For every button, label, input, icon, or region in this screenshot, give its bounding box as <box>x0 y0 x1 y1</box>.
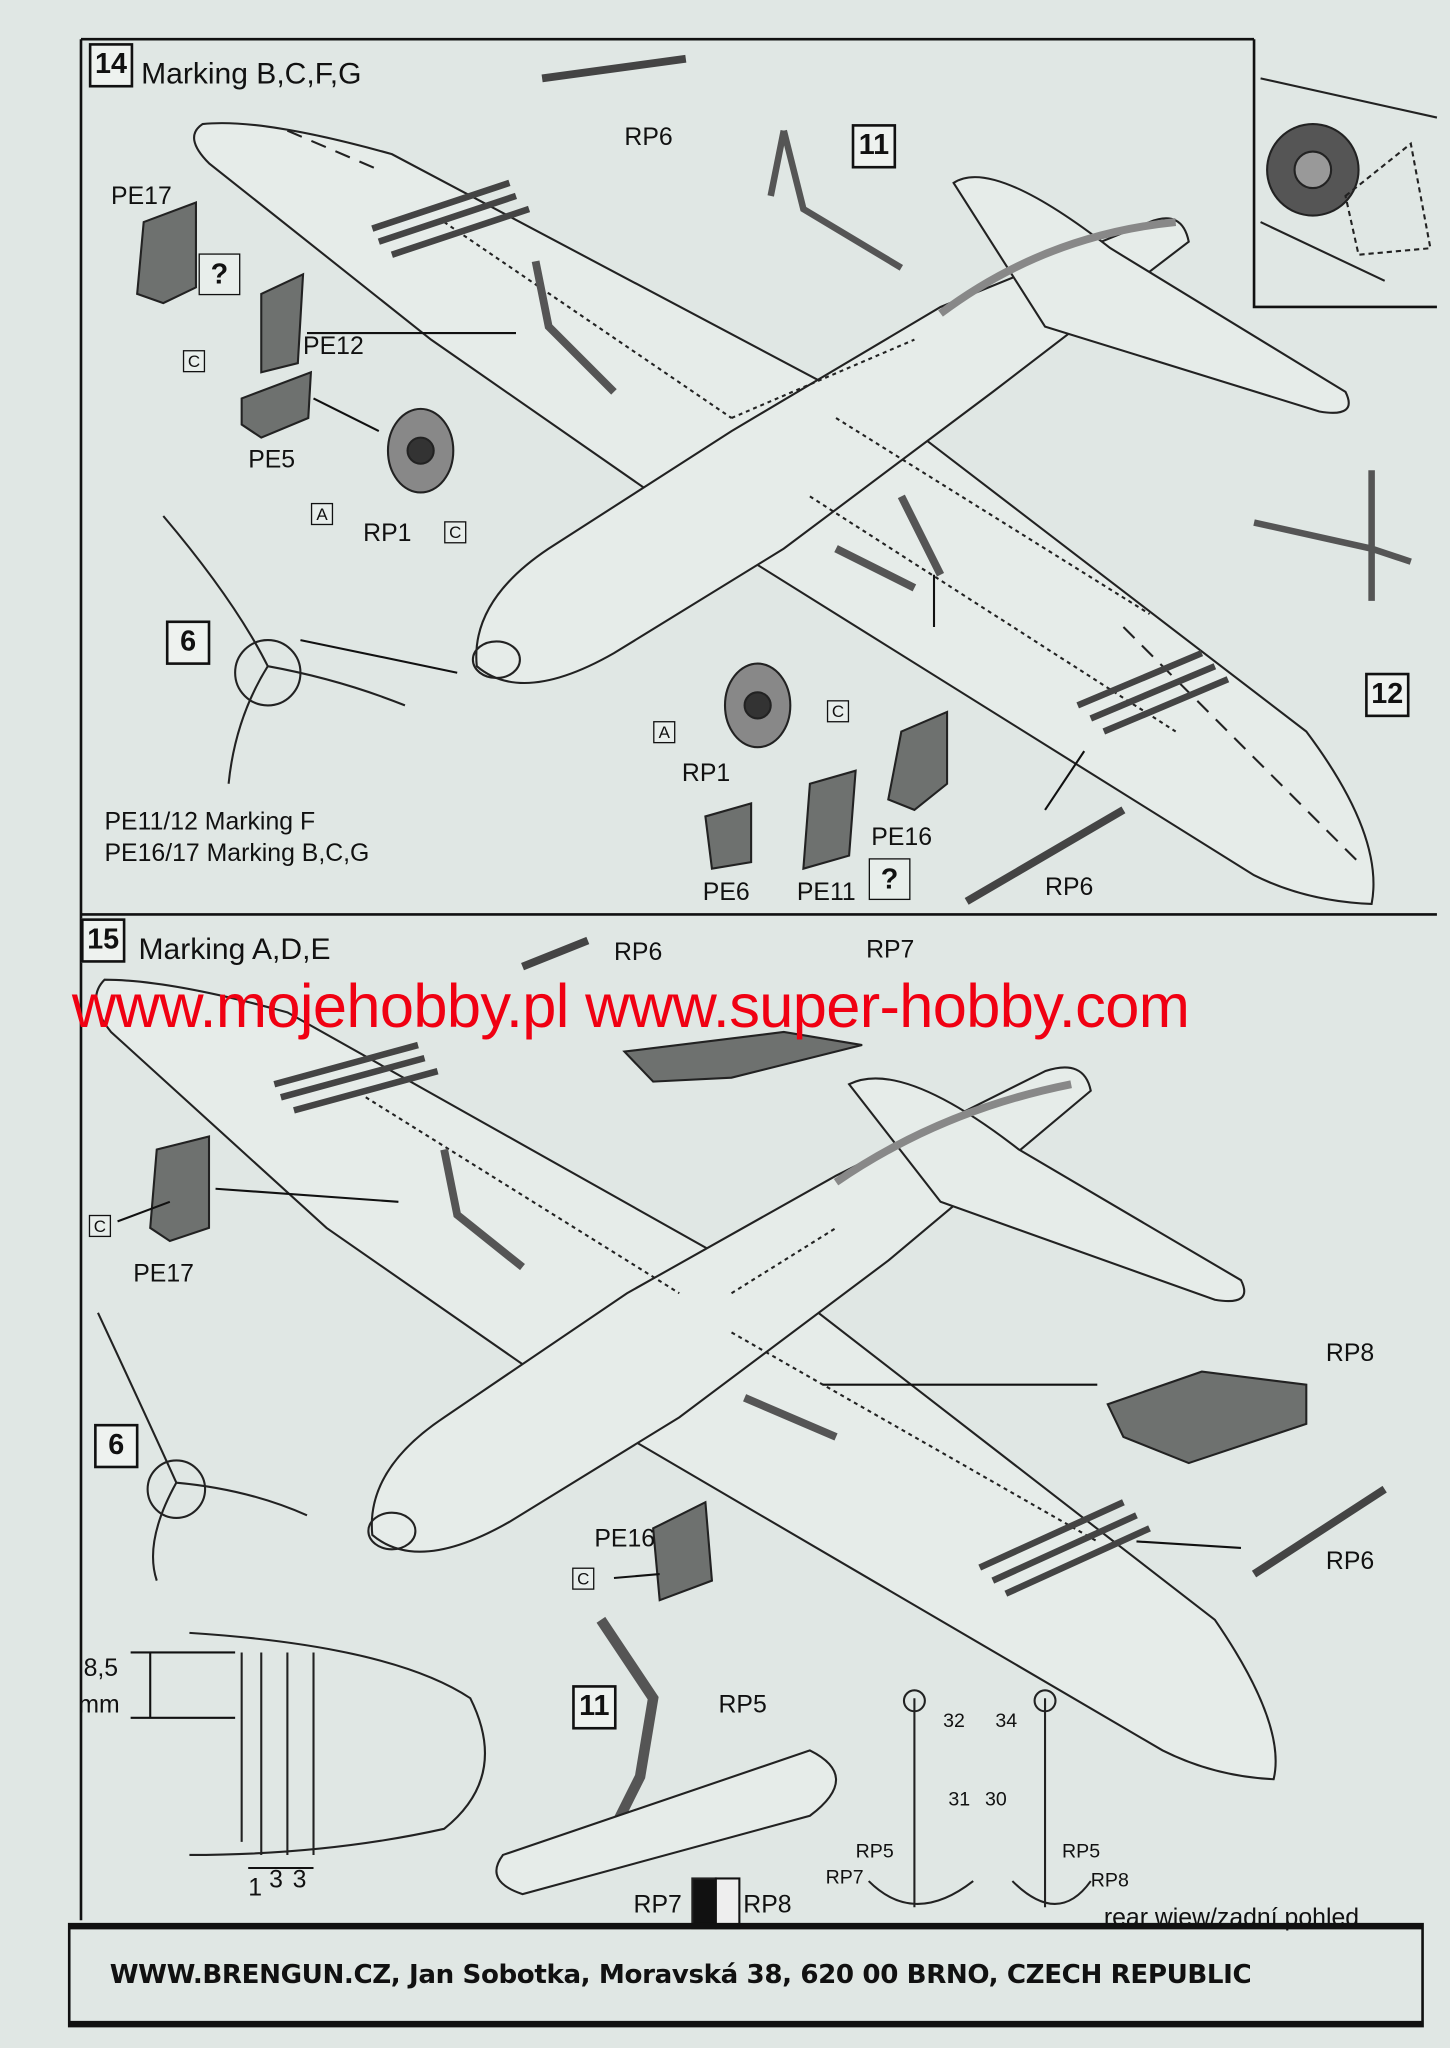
dimension-unit: mm <box>78 1691 120 1720</box>
swap-from-label: RP7 <box>633 1891 682 1919</box>
part-label-rp6: RP6 <box>624 124 673 152</box>
part-label-rp8: RP8 <box>1325 1340 1375 1368</box>
part-label-pe17: PE17 <box>111 182 172 211</box>
part-label-pe12: PE12 <box>303 333 364 361</box>
rear-part-30: 30 <box>984 1788 1007 1811</box>
footer-box: WWW.BRENGUN.CZ, Jan Sobotka, Moravská 38… <box>67 1922 1424 2028</box>
marking-note: PE11/12 Marking F <box>104 808 316 837</box>
step-number-15: 15 <box>80 918 126 963</box>
aircraft-step14 <box>136 54 1412 906</box>
unknown-marker: ? <box>198 253 241 296</box>
spacing-3: 3 <box>292 1866 307 1895</box>
part-label-pe16: PE16 <box>594 1525 656 1554</box>
step-ref-12: 12 <box>1365 672 1410 718</box>
marker-a: A <box>653 721 676 744</box>
rear-part-31: 31 <box>948 1788 971 1811</box>
watermark: www.mojehobby.pl www.super-hobby.com <box>71 970 1190 1040</box>
marking-note: PE16/17 Marking B,C,G <box>104 839 370 868</box>
marker-c: C <box>572 1567 595 1590</box>
part-label-pe5: PE5 <box>248 446 296 475</box>
step-ref-11: 11 <box>572 1685 617 1730</box>
spacing-1: 1 <box>248 1874 263 1902</box>
unknown-marker: ? <box>868 858 911 901</box>
marker-c: C <box>826 700 850 723</box>
marker-c: C <box>444 521 467 544</box>
rear-label-rp5: RP5 <box>1062 1840 1101 1863</box>
rear-label-rp5: RP5 <box>855 1840 894 1863</box>
part-label-rp6: RP6 <box>1045 873 1094 902</box>
step-ref-11: 11 <box>851 124 897 169</box>
spacing-3: 3 <box>269 1866 283 1895</box>
inset-detail <box>1260 77 1438 282</box>
rear-label-rp7: RP7 <box>825 1866 864 1889</box>
step-number-14: 14 <box>88 43 134 88</box>
aircraft-step15 <box>95 936 1387 1930</box>
part-label-rp6: RP6 <box>613 939 663 967</box>
part-label-rp1: RP1 <box>681 760 731 788</box>
part-label-pe16: PE16 <box>871 824 933 852</box>
step15-title: Marking A,D,E <box>138 931 331 966</box>
part-label-rp1: RP1 <box>363 519 412 548</box>
part-label-rp5: RP5 <box>718 1691 767 1720</box>
marker-c: C <box>182 350 206 373</box>
footer-address: WWW.BRENGUN.CZ, Jan Sobotka, Moravská 38… <box>109 1958 1252 1990</box>
step-ref-6: 6 <box>165 620 211 665</box>
rear-part-34: 34 <box>995 1709 1018 1733</box>
part-label-pe17: PE17 <box>133 1260 194 1289</box>
step-ref-6: 6 <box>94 1423 139 1469</box>
marker-a: A <box>310 502 334 526</box>
rear-part-32: 32 <box>943 1709 965 1733</box>
step14-title: Marking B,C,F,G <box>141 56 362 91</box>
part-label-pe6: PE6 <box>702 879 750 907</box>
swap-to-label: RP8 <box>743 1891 792 1919</box>
dimension-value: 8,5 <box>83 1655 119 1683</box>
rear-label-rp8: RP8 <box>1090 1869 1129 1892</box>
part-label-pe11: PE11 <box>796 879 856 907</box>
marker-c: C <box>88 1214 112 1238</box>
part-label-rp7: RP7 <box>866 936 915 965</box>
part-label-rp6: RP6 <box>1325 1547 1375 1576</box>
